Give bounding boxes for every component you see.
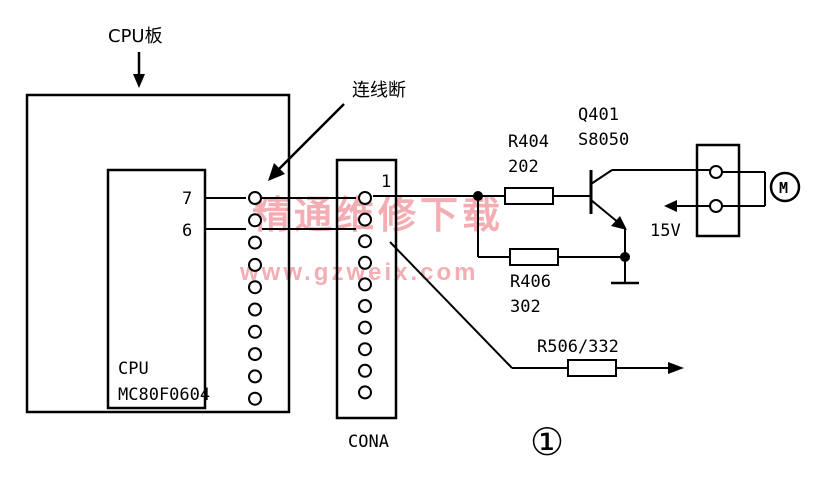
cpu-name: CPU	[118, 359, 149, 379]
cpu-pin-7-label: 7	[182, 189, 192, 209]
board-pin	[248, 324, 262, 339]
board-pin	[248, 369, 262, 384]
resistor-r506	[567, 359, 617, 377]
cpu-chip	[106, 168, 207, 410]
cona-pin	[358, 342, 372, 357]
cona-pin	[358, 299, 372, 313]
supply-arrow	[664, 200, 710, 212]
board-pin	[248, 280, 262, 295]
cona-pin	[358, 363, 372, 378]
r506-output-arrow	[668, 362, 684, 374]
figure-number: ①	[530, 420, 564, 464]
r406-value: 302	[510, 297, 541, 317]
watermark-url: www.gzweix.com	[239, 259, 479, 286]
cpu-pin-6-label: 6	[182, 221, 192, 241]
r406-ref: R406	[510, 272, 551, 292]
transistor-q401	[589, 169, 690, 283]
board-pin	[248, 347, 262, 362]
break-arrow	[268, 103, 345, 181]
r404-value: 202	[508, 157, 539, 177]
cona-pin	[358, 234, 372, 249]
cpu-board-label: CPU板	[108, 26, 163, 47]
cpu-board-outline	[25, 93, 291, 414]
q401-ref: Q401	[578, 105, 619, 125]
motor-icon	[769, 171, 801, 203]
supply-label: 15V	[650, 221, 681, 241]
board-pin	[248, 391, 262, 406]
cona-pin	[358, 277, 372, 292]
cona-connector	[335, 158, 398, 420]
r404-ref: R404	[508, 132, 549, 152]
resistor-r406	[509, 248, 559, 266]
cpu-board-arrow	[133, 52, 145, 88]
break-note: 连线断	[352, 80, 406, 101]
resistor-r404	[504, 187, 554, 205]
board-pin	[248, 213, 262, 228]
cona-name: CONA	[348, 432, 389, 452]
cona-pin-1-label: 1	[381, 172, 391, 192]
cona-pin	[358, 212, 372, 227]
board-pin	[248, 235, 262, 250]
cona-pin	[358, 320, 372, 335]
cona-pin	[358, 255, 372, 270]
cona-pins	[358, 191, 372, 400]
board-connector-pins	[248, 191, 262, 406]
board-pin	[248, 191, 262, 205]
relay-terminal-top	[709, 165, 723, 179]
cpu-part-number: MC80F0604	[118, 385, 210, 405]
relay-box	[695, 143, 741, 238]
board-pin	[248, 302, 262, 317]
wire-cona-to-r506	[389, 241, 513, 369]
relay-terminal-bottom	[709, 199, 723, 213]
motor-label: M	[779, 179, 788, 197]
cona-pin	[358, 191, 372, 205]
cona-pin	[358, 385, 372, 400]
r506-label: R506/332	[537, 337, 619, 357]
q401-part: S8050	[578, 130, 629, 150]
board-pin	[248, 257, 262, 272]
